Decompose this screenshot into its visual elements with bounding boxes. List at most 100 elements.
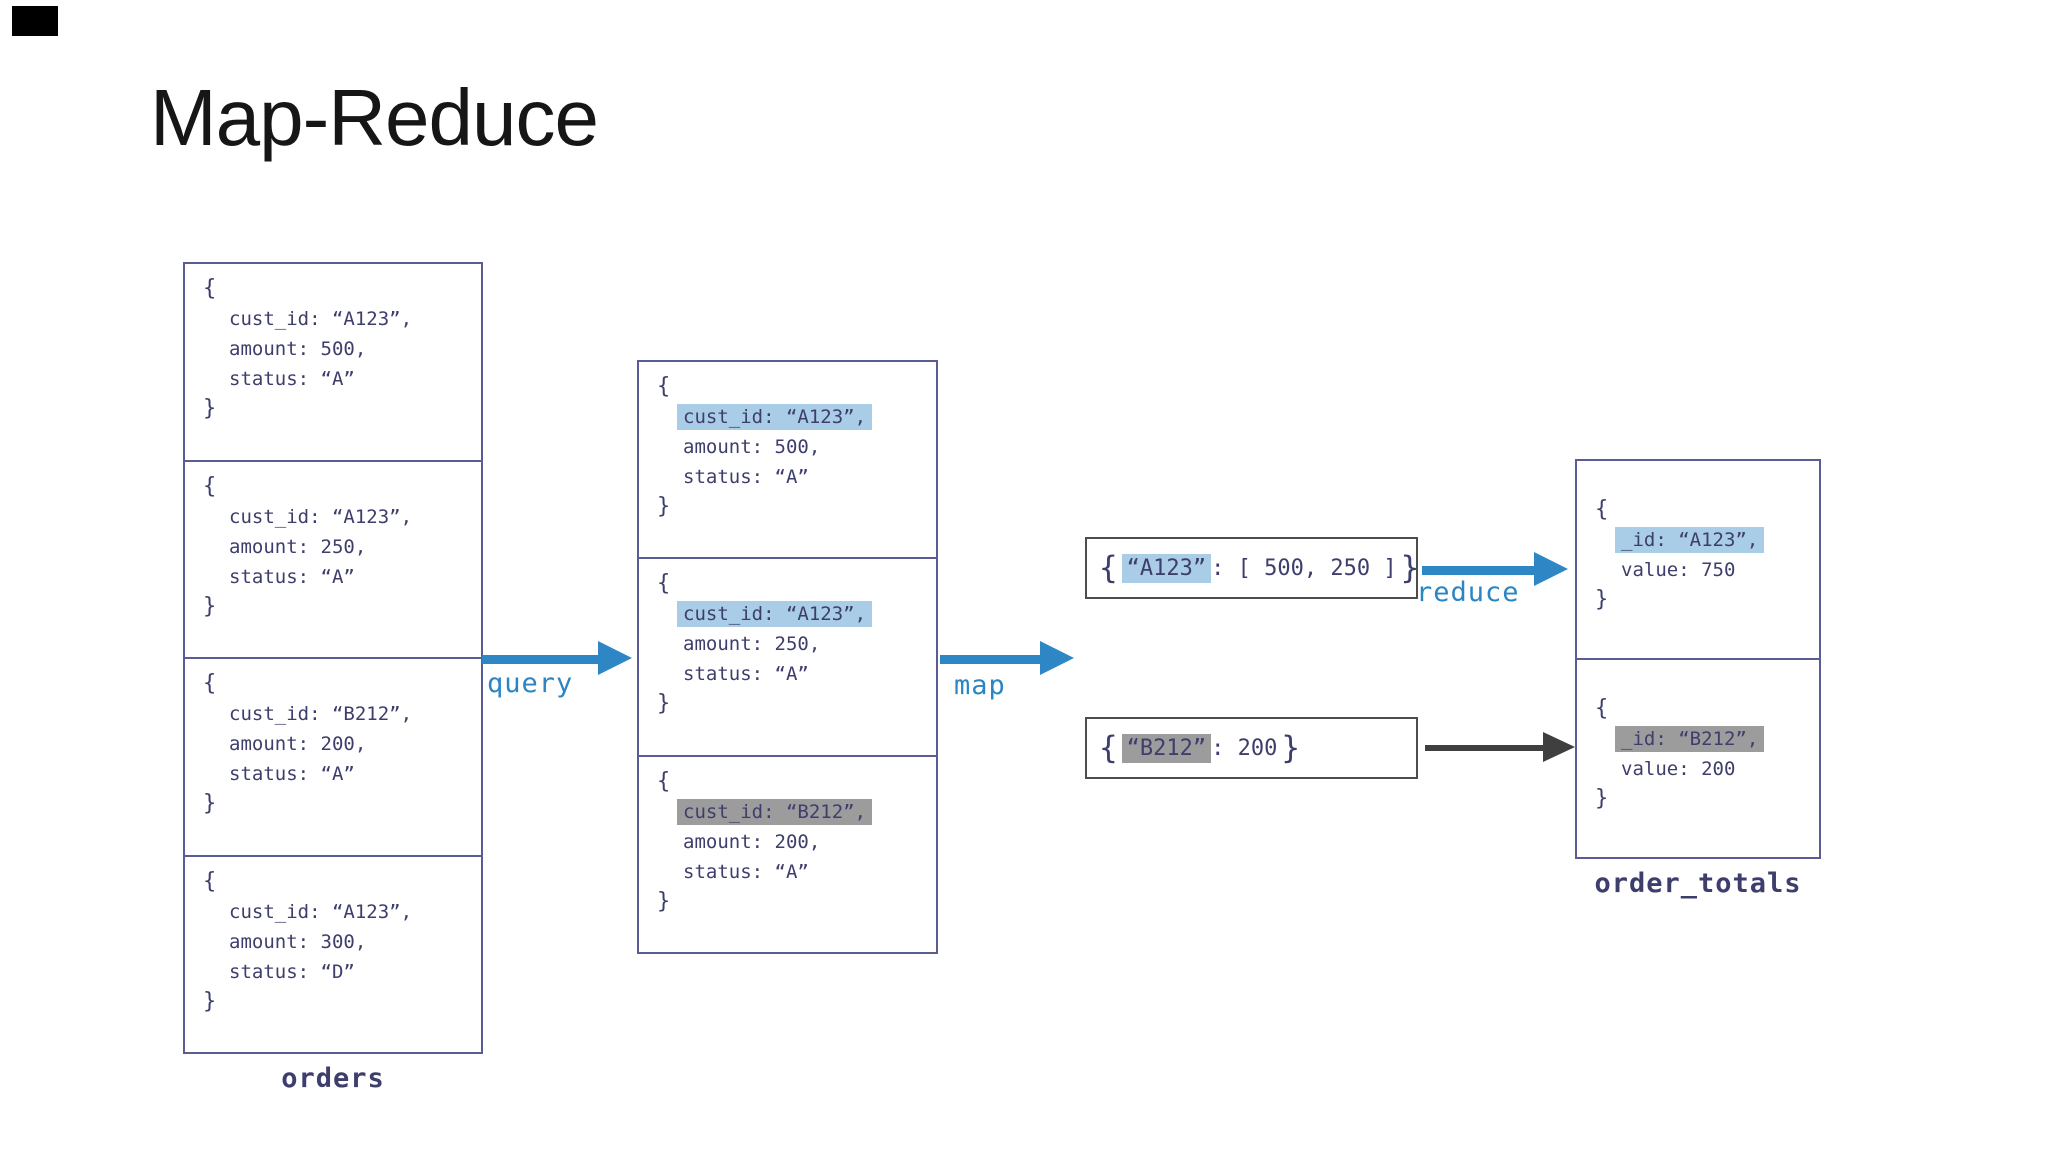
open-brace: { xyxy=(203,276,217,301)
close-brace: } xyxy=(657,494,671,519)
query-arrow-label: query xyxy=(487,668,574,699)
kv-values: : 200 xyxy=(1211,735,1278,761)
map-arrow xyxy=(940,641,1074,677)
reduce-arrow xyxy=(1422,552,1568,588)
order-totals-box: { _id: “A123”, value: 750 } { _id: “B212… xyxy=(1575,459,1821,859)
close-brace: } xyxy=(203,593,217,619)
code-line: amount: 300, xyxy=(203,927,475,957)
open-brace: { xyxy=(1595,497,1609,522)
code-line: cust_id: “A123”, xyxy=(657,402,930,432)
slide-title: Map-Reduce xyxy=(150,73,599,162)
close-brace: } xyxy=(203,791,217,816)
code-line: status: “A” xyxy=(657,857,930,887)
amount-field: amount: 250, xyxy=(229,535,367,558)
close-brace: } xyxy=(1595,786,1609,811)
amount-field: amount: 300, xyxy=(229,930,367,953)
amount-field: amount: 200, xyxy=(683,830,821,853)
cust-id-field-highlighted: cust_id: “B212”, xyxy=(677,798,873,825)
cust-id-field: cust_id: “A123”, xyxy=(229,900,413,923)
orders-collection-box: { cust_id: “A123”, amount: 500, status: … xyxy=(183,262,483,1054)
arrow-head xyxy=(1040,641,1074,675)
code-line: status: “A” xyxy=(203,759,475,789)
orders-collection-label: orders xyxy=(281,1063,385,1094)
arrow-shaft xyxy=(940,655,1044,664)
code-line: amount: 200, xyxy=(203,729,475,759)
amount-field: amount: 200, xyxy=(229,733,367,755)
code-line: cust_id: “B212”, xyxy=(657,797,930,827)
order-totals-label: order_totals xyxy=(1594,868,1802,899)
close-brace: } xyxy=(1400,549,1420,586)
status-field: status: “A” xyxy=(683,860,809,883)
open-brace: { xyxy=(1099,729,1118,766)
code-line: cust_id: “A123”, xyxy=(203,304,475,334)
amount-field: amount: 250, xyxy=(683,633,821,656)
value-field: value: 750 xyxy=(1621,559,1736,581)
status-field: status: “A” xyxy=(229,368,355,390)
code-line: cust_id: “B212”, xyxy=(203,699,475,729)
code-line: amount: 500, xyxy=(657,432,930,462)
code-line: status: “A” xyxy=(657,659,930,689)
queried-documents-box: { cust_id: “A123”, amount: 500, status: … xyxy=(637,360,938,954)
status-field: status: “A” xyxy=(683,663,809,686)
status-field: status: “A” xyxy=(229,763,355,785)
arrow-head xyxy=(598,641,632,675)
open-brace: { xyxy=(203,868,217,894)
arrow-head xyxy=(1543,732,1575,762)
reduce-arrow-label: reduce xyxy=(1416,577,1520,608)
code-line: amount: 500, xyxy=(203,334,475,364)
code-line: status: “D” xyxy=(203,957,475,987)
order-document-2: { cust_id: “A123”, amount: 250, status: … xyxy=(185,459,481,658)
open-brace: { xyxy=(203,671,217,696)
status-field: status: “D” xyxy=(229,960,355,983)
open-brace: { xyxy=(657,768,671,794)
order-document-1: { cust_id: “A123”, amount: 500, status: … xyxy=(185,264,481,460)
query-arrow xyxy=(482,641,632,677)
amount-field: amount: 500, xyxy=(683,436,821,458)
cust-id-field: cust_id: “A123”, xyxy=(229,308,413,330)
code-line: status: “A” xyxy=(657,462,930,492)
cust-id-field: cust_id: “B212”, xyxy=(229,703,413,725)
cust-id-field-highlighted: cust_id: “A123”, xyxy=(677,404,873,430)
open-brace: { xyxy=(657,571,671,597)
order-document-3: { cust_id: “B212”, amount: 200, status: … xyxy=(185,657,481,855)
code-line: cust_id: “A123”, xyxy=(657,599,930,629)
code-line: _id: “B212”, xyxy=(1595,724,1813,754)
value-field: value: 200 xyxy=(1621,758,1736,780)
close-brace: } xyxy=(203,396,217,421)
queried-document-2: { cust_id: “A123”, amount: 250, status: … xyxy=(639,557,936,754)
kv-key-highlighted: “B212” xyxy=(1121,733,1212,763)
queried-document-3: { cust_id: “B212”, amount: 200, status: … xyxy=(639,754,936,952)
code-line: value: 200 xyxy=(1595,754,1813,784)
cust-id-field-highlighted: cust_id: “A123”, xyxy=(677,601,873,628)
id-field-highlighted: _id: “A123”, xyxy=(1615,527,1765,553)
code-line: _id: “A123”, xyxy=(1595,525,1813,555)
kv-values: : [ 500, 250 ] xyxy=(1211,555,1397,581)
kv-key-highlighted: “A123” xyxy=(1121,553,1212,583)
kv-pair-b212-box: { “B212” : 200 } xyxy=(1085,717,1418,779)
cust-id-field: cust_id: “A123”, xyxy=(229,505,413,528)
close-brace: } xyxy=(657,691,671,717)
corner-mark xyxy=(12,6,58,36)
status-field: status: “A” xyxy=(683,466,809,488)
close-brace: } xyxy=(203,988,217,1014)
arrow-shaft xyxy=(482,655,602,664)
close-brace: } xyxy=(1595,587,1609,612)
queried-document-1: { cust_id: “A123”, amount: 500, status: … xyxy=(639,362,936,557)
total-document-b212: { _id: “B212”, value: 200 } xyxy=(1577,658,1819,857)
code-line: cust_id: “A123”, xyxy=(203,897,475,927)
code-line: status: “A” xyxy=(203,562,475,592)
code-line: cust_id: “A123”, xyxy=(203,502,475,532)
code-line: amount: 250, xyxy=(203,532,475,562)
code-line: status: “A” xyxy=(203,364,475,394)
open-brace: { xyxy=(1595,696,1609,721)
map-arrow-label: map xyxy=(954,670,1006,701)
open-brace: { xyxy=(203,473,217,499)
code-line: value: 750 xyxy=(1595,555,1813,585)
open-brace: { xyxy=(1099,549,1118,586)
code-line: amount: 200, xyxy=(657,827,930,857)
kv-pair-a123-box: { “A123” : [ 500, 250 ] } xyxy=(1085,537,1419,599)
code-line: amount: 250, xyxy=(657,629,930,659)
id-field-highlighted: _id: “B212”, xyxy=(1615,726,1765,752)
total-document-a123: { _id: “A123”, value: 750 } xyxy=(1577,461,1819,658)
